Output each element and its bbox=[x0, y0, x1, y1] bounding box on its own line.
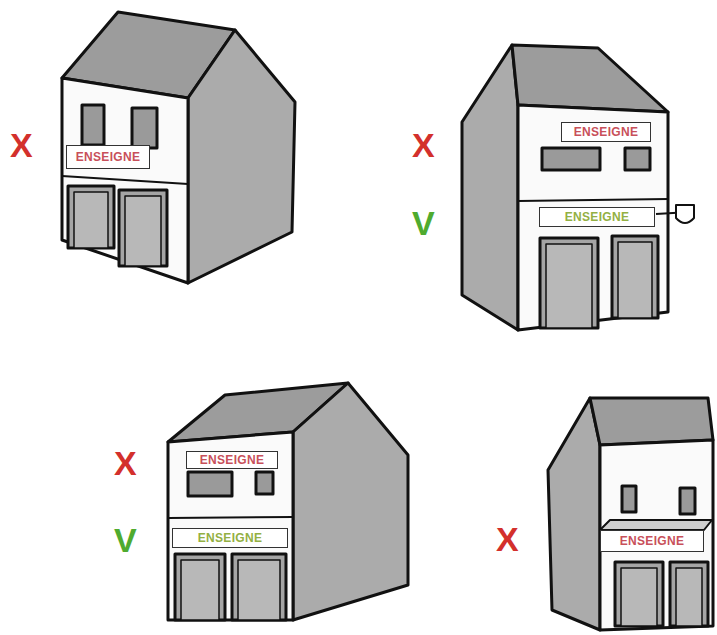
verdict-mark: V bbox=[412, 206, 435, 240]
facade-band bbox=[518, 199, 668, 201]
window bbox=[625, 148, 650, 170]
sign-top-face bbox=[600, 520, 712, 530]
verdict-mark: X bbox=[412, 128, 435, 162]
door bbox=[546, 244, 592, 328]
side-wall bbox=[548, 398, 600, 630]
facade-band bbox=[168, 517, 293, 518]
door bbox=[676, 568, 702, 626]
door bbox=[125, 196, 161, 266]
shop-sign: ENSEIGNE bbox=[539, 207, 655, 227]
side-wall bbox=[293, 383, 408, 620]
sign-text: ENSEIGNE bbox=[574, 126, 638, 138]
door bbox=[181, 560, 219, 620]
sign-text: ENSEIGNE bbox=[200, 454, 264, 466]
door bbox=[68, 186, 114, 248]
window bbox=[622, 486, 636, 512]
sign-text: ENSEIGNE bbox=[198, 532, 262, 544]
verdict-mark: X bbox=[496, 522, 519, 556]
verdict-mark: X bbox=[10, 128, 33, 162]
side-wall bbox=[462, 45, 518, 330]
roof bbox=[512, 45, 668, 112]
window bbox=[542, 148, 600, 170]
verdict-mark: X bbox=[114, 446, 137, 480]
window bbox=[132, 108, 157, 148]
front-wall bbox=[600, 440, 713, 630]
sign-text: ENSEIGNE bbox=[76, 151, 140, 163]
house-one bbox=[62, 12, 295, 283]
door bbox=[621, 568, 657, 626]
shop-sign: ENSEIGNE bbox=[600, 530, 704, 552]
roof bbox=[590, 398, 713, 445]
door bbox=[615, 562, 663, 626]
facade-band bbox=[62, 176, 188, 184]
door bbox=[238, 560, 280, 620]
shop-sign: ENSEIGNE bbox=[66, 145, 150, 169]
door bbox=[175, 554, 225, 620]
shop-sign: ENSEIGNE bbox=[186, 451, 278, 469]
window bbox=[188, 472, 232, 496]
door bbox=[618, 242, 652, 318]
shop-sign: ENSEIGNE bbox=[561, 122, 651, 142]
house-three bbox=[168, 383, 408, 620]
window bbox=[82, 105, 104, 145]
door bbox=[540, 238, 598, 328]
door bbox=[612, 236, 658, 318]
door bbox=[232, 554, 286, 620]
sign-text: ENSEIGNE bbox=[620, 535, 684, 547]
window bbox=[256, 472, 273, 494]
house-two bbox=[462, 45, 694, 330]
door bbox=[119, 190, 167, 266]
verdict-mark: V bbox=[114, 523, 137, 557]
hanging-sign bbox=[676, 205, 694, 223]
house-four bbox=[548, 398, 713, 630]
door bbox=[670, 562, 708, 626]
door bbox=[74, 192, 108, 248]
front-wall bbox=[62, 78, 188, 283]
window bbox=[680, 488, 695, 514]
shop-sign: ENSEIGNE bbox=[172, 528, 288, 548]
sign-text: ENSEIGNE bbox=[565, 211, 629, 223]
front-wall bbox=[168, 432, 293, 620]
side-wall bbox=[188, 30, 295, 283]
front-wall bbox=[518, 105, 668, 330]
